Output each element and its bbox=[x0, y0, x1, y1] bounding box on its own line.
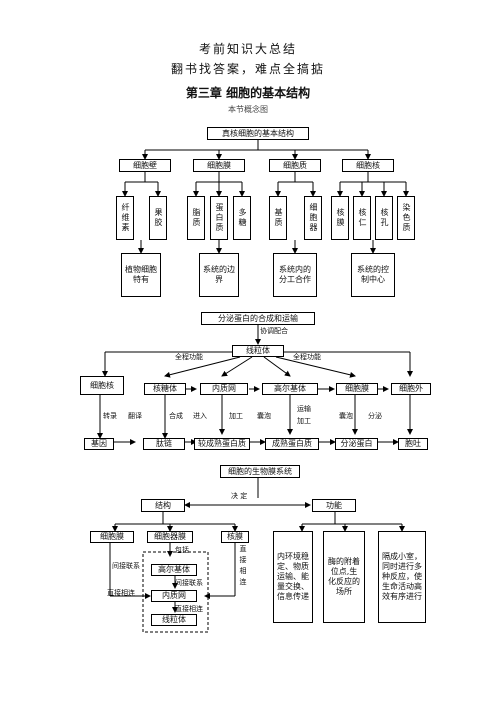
label-determines: 决 定 bbox=[231, 492, 248, 500]
bottom-secretory-protein: 分泌蛋白 bbox=[335, 438, 378, 450]
edge-translation: 翻译 bbox=[128, 412, 142, 420]
chapter-title: 第三章 细胞的基本结构 bbox=[185, 86, 311, 100]
inner-golgi: 高尔基体 bbox=[151, 564, 197, 576]
edge-vesicle-2: 囊泡 bbox=[339, 412, 353, 420]
membrane-part-protein: 蛋白质 bbox=[210, 196, 228, 240]
nucleus-part-pore: 核孔 bbox=[375, 196, 393, 240]
edge-transport: 运输 bbox=[297, 405, 311, 413]
bottom-gene: 基因 bbox=[84, 438, 114, 450]
edge-synthesis: 合成 bbox=[169, 412, 183, 420]
function-cell-membrane: 内环境稳定、物质运输、能量交换、信息传递 bbox=[273, 531, 313, 623]
root-biomembrane-system: 细胞的生物膜系统 bbox=[220, 465, 300, 478]
root-eukaryotic-cell-structure: 真核细胞的基本结构 bbox=[207, 127, 309, 140]
bottom-immature-protein: 较成熟蛋白质 bbox=[194, 438, 250, 450]
inner-er: 内质网 bbox=[151, 590, 197, 602]
role-division-cooperation: 系统内的分工合作 bbox=[273, 253, 317, 297]
node-nucleus: 细胞核 bbox=[342, 159, 394, 172]
label-coordination: 协调配合 bbox=[260, 327, 288, 335]
function-enzyme-site: 酶的附着位点,生化反应的场所 bbox=[323, 531, 365, 623]
node-mitochondrion: 线粒体 bbox=[232, 345, 284, 357]
struct-cell-membrane: 细胞膜 bbox=[90, 531, 134, 543]
role-plant-specific: 植物细胞特有 bbox=[121, 253, 161, 297]
node-cytoplasm: 细胞质 bbox=[269, 159, 321, 172]
wall-part-pectin: 果胶 bbox=[149, 196, 167, 240]
cytoplasm-part-organelle: 细胞器 bbox=[304, 196, 322, 240]
concept-map-subtitle: 本节概念图 bbox=[228, 105, 268, 114]
header-line-2: 翻书找答案，难点全搞掂 bbox=[170, 62, 325, 76]
row-nucleus: 细胞核 bbox=[80, 376, 124, 395]
label-direct-left: 直接相连 bbox=[107, 589, 135, 597]
edge-process-2: 加工 bbox=[297, 417, 311, 425]
bottom-exocytosis: 胞吐 bbox=[398, 438, 428, 450]
node-function: 功能 bbox=[312, 499, 356, 512]
role-system-boundary: 系统的边界 bbox=[199, 253, 239, 297]
edge-process-1: 加工 bbox=[229, 412, 243, 420]
edge-vesicle-1: 囊泡 bbox=[257, 412, 271, 420]
edge-secretion: 分泌 bbox=[368, 412, 382, 420]
node-cell-wall: 细胞壁 bbox=[119, 159, 171, 172]
row-extracellular: 细胞外 bbox=[391, 383, 431, 395]
edge-transcription: 转录 bbox=[103, 412, 117, 420]
wall-part-cellulose: 纤维素 bbox=[116, 196, 134, 240]
label-includes: 包括 bbox=[175, 546, 189, 554]
label-indirect-right: 间接联系 bbox=[175, 579, 203, 587]
membrane-part-lipid: 脂质 bbox=[187, 196, 205, 240]
header-line-1: 考前知识大总结 bbox=[198, 42, 297, 56]
row-er: 内质网 bbox=[200, 383, 248, 395]
node-structure: 结构 bbox=[141, 499, 185, 512]
function-compartments: 隔成小室，同时进行多种反应，使生命活动高效有序进行 bbox=[378, 531, 426, 623]
node-cell-membrane: 细胞膜 bbox=[193, 159, 245, 172]
label-nuclear-direct: 直接相连 bbox=[239, 545, 247, 589]
nucleus-part-nucleolus: 核仁 bbox=[353, 196, 371, 240]
label-direct-bottom: 直接相连 bbox=[175, 605, 203, 613]
bottom-peptide: 肽链 bbox=[143, 438, 185, 450]
nucleus-part-chromatin: 染色质 bbox=[397, 196, 415, 240]
membrane-part-polysaccharide: 多糖 bbox=[233, 196, 251, 240]
row-golgi: 高尔基体 bbox=[262, 383, 318, 395]
row-cell-membrane: 细胞膜 bbox=[336, 383, 378, 395]
label-full-function-right: 全程功能 bbox=[293, 353, 321, 361]
edge-enter: 进入 bbox=[193, 412, 207, 420]
struct-nuclear-membrane: 核膜 bbox=[221, 531, 249, 543]
inner-mitochondrion: 线粒体 bbox=[151, 614, 197, 626]
struct-organelle-membrane: 细胞器膜 bbox=[147, 531, 193, 543]
label-indirect-left: 间接联系 bbox=[112, 562, 140, 570]
role-control-center: 系统的控制中心 bbox=[351, 253, 395, 297]
bottom-mature-protein: 成熟蛋白质 bbox=[265, 438, 319, 450]
cytoplasm-part-matrix: 基质 bbox=[269, 196, 287, 240]
label-full-function-left: 全程功能 bbox=[175, 353, 203, 361]
root-secretory-protein: 分泌蛋白的合成和运输 bbox=[201, 312, 315, 325]
nucleus-part-envelope: 核膜 bbox=[331, 196, 349, 240]
row-ribosome: 核糖体 bbox=[144, 383, 186, 395]
